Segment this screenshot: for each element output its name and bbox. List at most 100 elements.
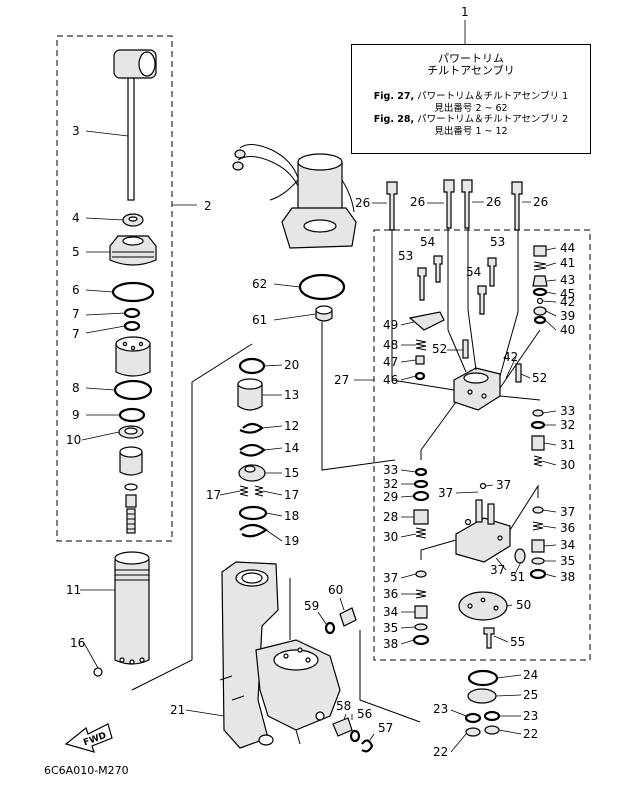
legend-title-line2: チルトアセンブリ [427,64,515,77]
clip-12 [239,422,264,434]
diagram-code: 6C6A010-M270 [44,764,129,777]
screw-55 [483,627,495,649]
callout-52a: 52 [432,342,447,356]
callout-26b: 26 [410,195,425,209]
callout-53a: 53 [398,249,413,263]
circlip-19 [239,523,268,538]
valve-13 [237,378,263,411]
callout-44: 44 [560,241,575,255]
callout-17b: 17 [284,488,299,502]
callout-23a: 23 [433,702,448,716]
callout-40: 40 [560,323,575,337]
fwd-arrow: FWD [64,723,113,753]
o-ring-23a [464,712,482,724]
o-ring-9 [118,407,146,423]
pump-body [453,367,501,411]
spring-48 [415,339,427,351]
callout-labels: 2 3 4 5 6 7 7 8 9 10 11 12 13 14 15 16 1… [66,5,575,759]
callout-2: 2 [204,199,212,213]
o-ring-6 [111,281,155,303]
callout-30b: 30 [560,458,575,472]
callout-11: 11 [66,583,81,597]
clip-14 [239,443,266,457]
callout-39: 39 [560,309,575,323]
legend-ref2-name: パワートリム＆チルトアセンブリ 2 [417,114,569,125]
callout-21: 21 [170,703,185,717]
tilt-cylinder-11 [114,551,150,665]
callout-43: 43 [560,273,575,287]
o-ring-7a [123,307,141,319]
filter-61 [315,305,333,322]
legend-ref2: Fig. 28, パワートリム＆チルトアセンブリ 2 [352,114,590,126]
washer-51 [514,548,526,564]
callout-17a: 17 [206,488,221,502]
callout-13: 13 [284,388,299,402]
legend-ref1-name: パワートリム＆チルトアセンブリ 1 [417,91,569,102]
callout-7a: 7 [72,307,80,321]
callout-52b: 52 [532,371,547,385]
piston [115,336,151,377]
callout-38b: 38 [560,570,575,584]
callout-36a: 36 [383,587,398,601]
callout-55: 55 [510,635,525,649]
ball-37a [479,482,487,490]
washer-46 [414,371,426,381]
plate-49 [408,311,445,331]
callout-15: 15 [284,466,299,480]
plate-50 [458,591,508,621]
callout-leaders [80,130,557,753]
callout-5: 5 [72,245,80,259]
callout-12: 12 [284,419,299,433]
washer-18 [238,505,268,521]
legend-ref1-fig: Fig. 27, [373,91,415,102]
pin-52a [462,339,469,359]
o-ring-56 [349,729,361,743]
callout-34b: 34 [560,538,575,552]
callout-47: 47 [383,355,398,369]
spring-17b [254,485,264,497]
callout-54b: 54 [466,265,481,279]
connector-line-center [321,322,396,471]
callout-10: 10 [66,433,81,447]
callout-36b: 36 [560,521,575,535]
callout-30a: 30 [383,530,398,544]
callout-41: 41 [560,256,575,270]
legend-ref2-range: 見出番号 1 ~ 12 [434,125,508,137]
callout-32b: 32 [560,418,575,432]
callout-18: 18 [284,509,299,523]
callout-19: 19 [284,534,299,548]
legend-references: Fig. 27, パワートリム＆チルトアセンブリ 1 見出番号 2 ~ 62 F… [352,91,590,137]
legend-ref2-fig: Fig. 28, [373,114,415,125]
connector-line-left [131,343,253,691]
callout-22b: 22 [523,727,538,741]
callout-7b: 7 [72,327,80,341]
callout-31: 31 [560,438,575,452]
valve-seat-15 [238,464,266,482]
callout-25: 25 [523,688,538,702]
valve-body [119,446,143,534]
callout-6: 6 [72,283,80,297]
callout-4: 4 [72,211,80,225]
callout-24: 24 [523,668,538,682]
callout-26c: 26 [486,195,501,209]
o-ring-62 [298,273,346,301]
callout-35a: 35 [383,621,398,635]
callout-58: 58 [336,699,351,713]
callout-50: 50 [516,598,531,612]
callout-26a: 26 [355,196,370,210]
washer-4 [122,213,144,227]
trim-motor [232,144,357,249]
callout-3: 3 [72,124,80,138]
callout-28: 28 [383,510,398,524]
connector-line-right [289,578,421,723]
callout-8: 8 [72,381,80,395]
pin-52b [515,363,522,383]
circlip-57 [361,739,374,753]
callout-29: 29 [383,490,398,504]
callout-27: 27 [334,373,349,387]
o-ring-8 [113,379,153,401]
callout-33b: 33 [560,404,575,418]
callout-1: 1 [461,5,469,19]
valve-block [455,499,511,563]
